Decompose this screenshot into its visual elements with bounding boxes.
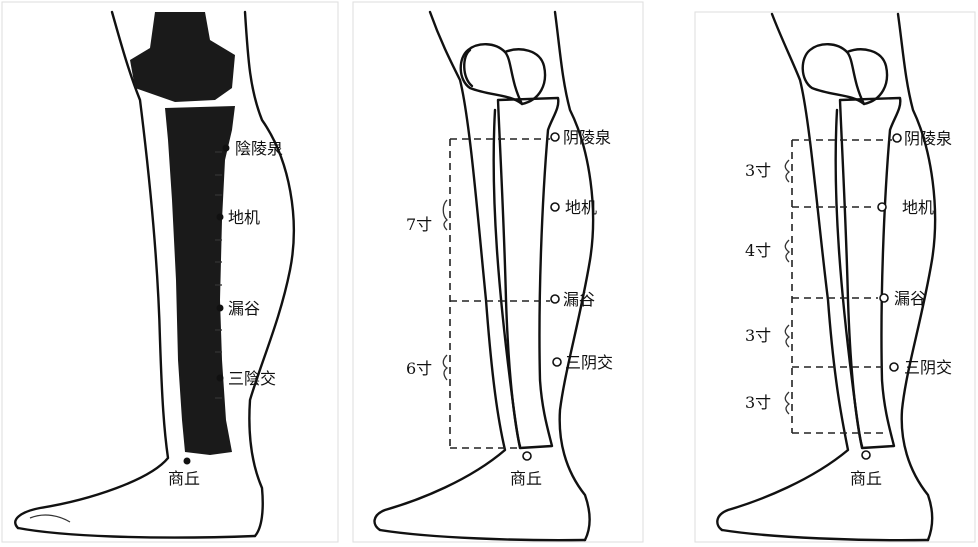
panel-2-measure-7-6: 7寸 6寸 阴陵泉 地机 漏谷 三阴交 商丘 [353,2,643,542]
point-dot-shangqiu [184,458,191,465]
measure-label-3cun-1: 3寸 [745,161,771,180]
label-lougu: 漏谷 [894,289,926,308]
label-diji: 地机 [902,198,934,217]
point-circle-diji [878,203,886,211]
label-sanyinjiao: 三陰交 [228,369,276,388]
label-yinlingquan: 阴陵泉 [563,128,611,147]
label-shangqiu: 商丘 [510,469,542,488]
label-yinlingquan: 阴陵泉 [904,129,952,148]
point-dot-sanyinjiao [217,375,224,382]
point-dot-lougu [217,305,224,312]
measure-label-6cun: 6寸 [406,359,432,378]
point-circle-shangqiu [862,451,870,459]
label-diji: 地机 [565,198,597,217]
point-dot-diji [217,214,224,221]
point-circle-sanyinjiao [890,363,898,371]
label-yinlingquan: 陰陵泉 [235,139,283,158]
label-lougu: 漏谷 [563,290,595,309]
point-dot-yinlingquan [223,145,230,152]
label-diji: 地机 [228,208,260,227]
point-circle-sanyinjiao [553,358,561,366]
point-circle-shangqiu [523,452,531,460]
label-sanyinjiao: 三阴交 [904,358,952,377]
point-circle-yinlingquan [551,133,559,141]
point-circle-lougu [880,294,888,302]
measure-label-4cun: 4寸 [745,241,771,260]
panel-1-filled-bone-leg: 陰陵泉 地机 漏谷 三陰交 商丘 [2,2,338,542]
label-sanyinjiao: 三阴交 [565,353,613,372]
label-shangqiu: 商丘 [168,469,200,488]
panel-3-measure-3-4-3-3: 3寸 4寸 3寸 3寸 阴陵泉 地机 漏谷 三阴交 商丘 [695,12,975,542]
measure-label-3cun-3: 3寸 [745,393,771,412]
label-lougu: 漏谷 [228,299,260,318]
point-circle-yinlingquan [893,134,901,142]
measure-label-3cun-2: 3寸 [745,326,771,345]
point-circle-lougu [551,295,559,303]
measure-label-7cun: 7寸 [406,215,432,234]
label-shangqiu: 商丘 [850,469,882,488]
point-circle-diji [551,203,559,211]
